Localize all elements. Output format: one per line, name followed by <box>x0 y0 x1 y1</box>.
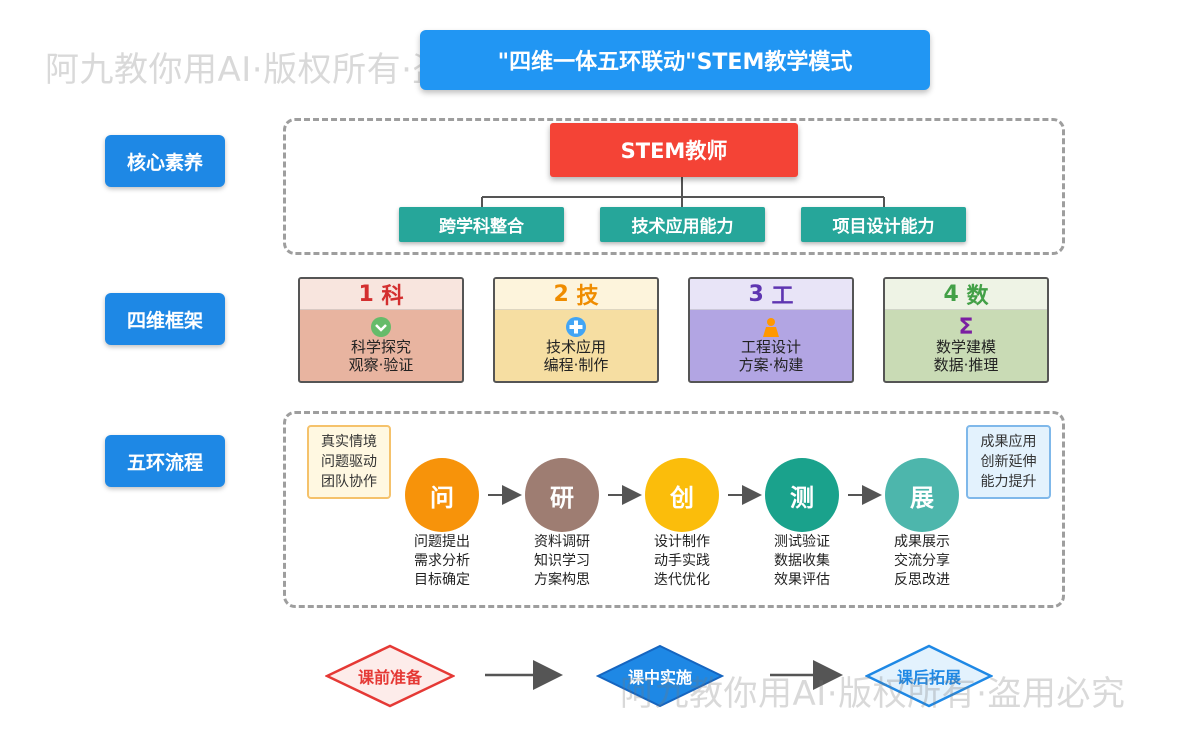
desc-line: 目标确定 <box>414 572 470 588</box>
phase-pre-label: 课前准备 <box>357 668 422 687</box>
phase-pre-shape <box>325 644 455 708</box>
desc-line: 动手实践 <box>654 553 710 569</box>
dimension-math: 4 数 Σ 数学建模 数据·推理 <box>883 277 1049 383</box>
dimension-engineering: 3 工 工程设计 方案·构建 <box>688 277 854 383</box>
desc-line: 效果评估 <box>774 572 830 588</box>
ring-show-desc: 成果展示 交流分享 反思改进 <box>862 533 982 590</box>
teacher-connectors <box>481 177 885 207</box>
phase-during-label: 课中实施 <box>627 668 692 687</box>
dimension-name: 技 <box>576 284 599 309</box>
note-line: 真实情境 <box>321 434 377 450</box>
note-line: 团队协作 <box>321 474 377 490</box>
desc-line: 方案构思 <box>534 572 590 588</box>
ability-project-design: 项目设计能力 <box>801 207 966 242</box>
desc-line: 交流分享 <box>894 553 950 569</box>
note-line: 能力提升 <box>980 474 1037 490</box>
ring-create: 创 <box>645 458 719 532</box>
note-line: 问题驱动 <box>321 454 377 470</box>
desc-line: 设计制作 <box>654 534 710 550</box>
desc-line: 问题提出 <box>414 534 470 550</box>
five-rings-box <box>283 411 1065 608</box>
dimension-number: 3 <box>748 281 764 307</box>
dimension-name: 工 <box>771 284 794 309</box>
watermark-bottom: 阿九教你用AI·版权所有·盗用必究 <box>620 674 1126 714</box>
stem-teacher-node: STEM教师 <box>550 123 798 177</box>
post-class-note: 成果应用 创新延伸 能力提升 <box>966 425 1051 499</box>
ability-interdisciplinary: 跨学科整合 <box>399 207 564 242</box>
ring-question-desc: 问题提出 需求分析 目标确定 <box>382 533 502 590</box>
sigma-icon: Σ <box>958 314 974 340</box>
dimension-line: 数据·推理 <box>933 356 999 374</box>
ring-show: 展 <box>885 458 959 532</box>
ring-test: 测 <box>765 458 839 532</box>
dimension-science: 1 科 科学探究 观察·验证 <box>298 277 464 383</box>
page-title: "四维一体五环联动"STEM教学模式 <box>420 30 930 90</box>
pre-class-note: 真实情境 问题驱动 团队协作 <box>307 425 391 499</box>
label-five-rings: 五环流程 <box>105 435 225 487</box>
dimension-name: 数 <box>966 284 989 309</box>
phase-post-shape <box>865 644 993 708</box>
ring-question: 问 <box>405 458 479 532</box>
dimension-number: 2 <box>553 281 569 307</box>
chevron-down-circle-icon <box>370 316 392 338</box>
ring-research-desc: 资料调研 知识学习 方案构思 <box>502 533 622 590</box>
phase-post-label: 课后拓展 <box>896 668 961 687</box>
dimension-line: 方案·构建 <box>738 356 804 374</box>
desc-line: 需求分析 <box>414 553 470 569</box>
desc-line: 资料调研 <box>534 534 590 550</box>
person-icon <box>760 316 782 338</box>
phase-during-shape <box>596 644 724 708</box>
dimension-number: 4 <box>943 281 959 307</box>
desc-line: 数据收集 <box>774 553 830 569</box>
ability-technology: 技术应用能力 <box>600 207 765 242</box>
dimension-name: 科 <box>381 284 404 309</box>
label-four-dimensions: 四维框架 <box>105 293 225 345</box>
dimension-line: 观察·验证 <box>348 356 414 374</box>
dimension-line: 技术应用 <box>545 338 606 356</box>
desc-line: 反思改进 <box>894 572 950 588</box>
ring-research: 研 <box>525 458 599 532</box>
dimension-line: 数学建模 <box>935 338 996 356</box>
core-literacy-box <box>283 118 1065 255</box>
dimension-line: 科学探究 <box>350 338 411 356</box>
desc-line: 迭代优化 <box>654 572 710 588</box>
dimension-line: 工程设计 <box>740 338 801 356</box>
desc-line: 测试验证 <box>774 534 830 550</box>
ring-create-desc: 设计制作 动手实践 迭代优化 <box>622 533 742 590</box>
desc-line: 知识学习 <box>534 553 590 569</box>
label-core-literacy: 核心素养 <box>105 135 225 187</box>
note-line: 成果应用 <box>980 434 1037 450</box>
dimension-technology: 2 技 技术应用 编程·制作 <box>493 277 659 383</box>
dimension-number: 1 <box>358 281 374 307</box>
desc-line: 成果展示 <box>894 534 950 550</box>
dimension-line: 编程·制作 <box>543 356 609 374</box>
note-line: 创新延伸 <box>980 454 1037 470</box>
ring-test-desc: 测试验证 数据收集 效果评估 <box>742 533 862 590</box>
plus-circle-icon <box>565 316 587 338</box>
